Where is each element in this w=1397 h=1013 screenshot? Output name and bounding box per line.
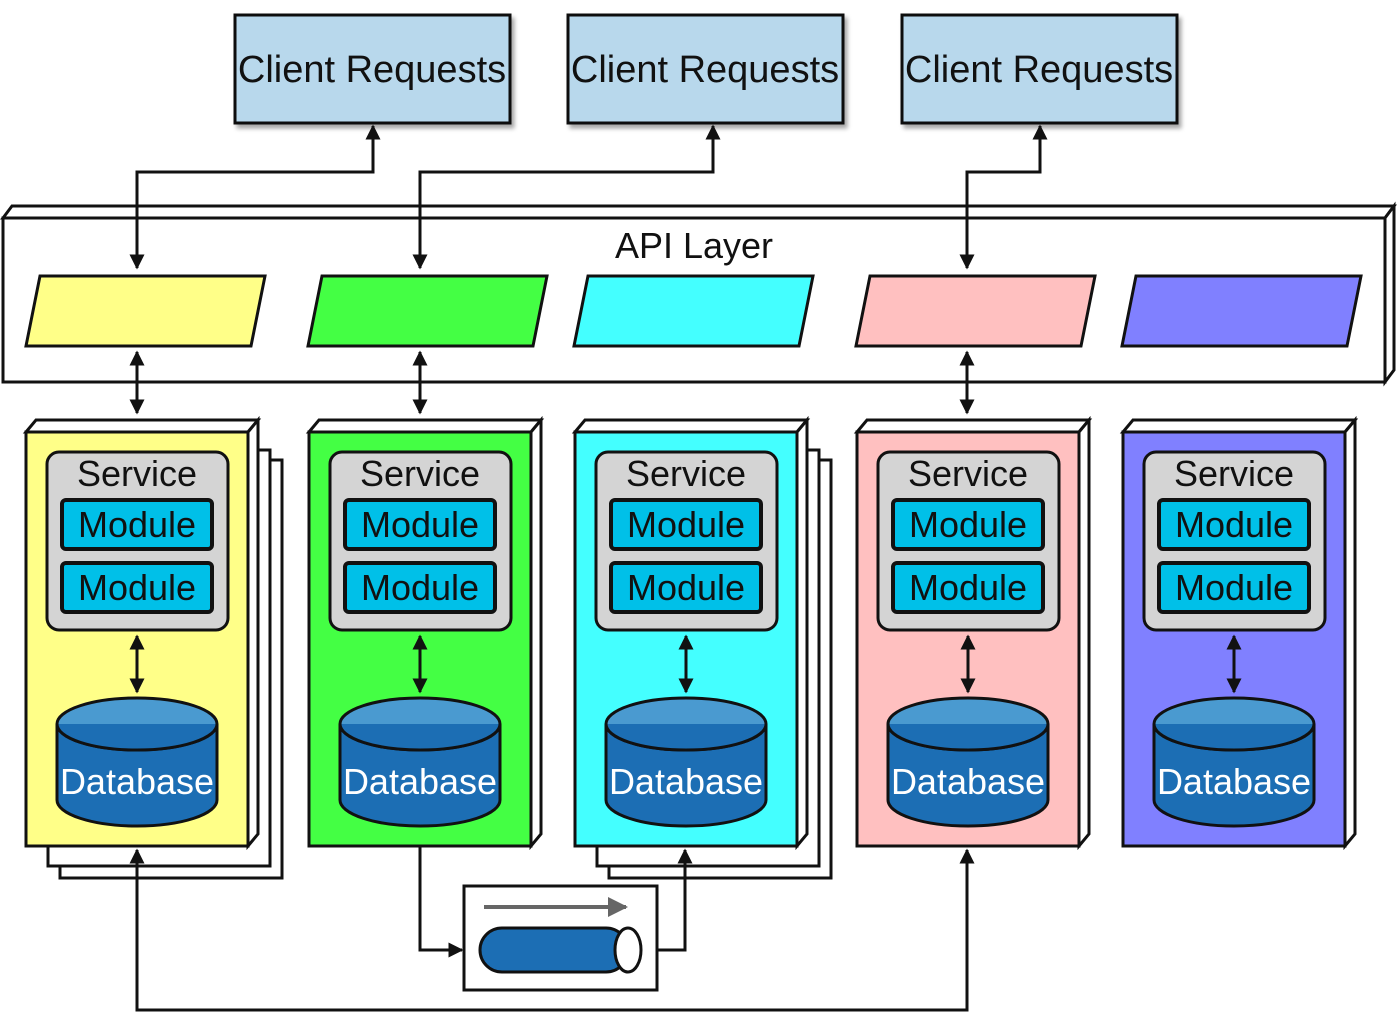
client-1-to-api-arrow bbox=[129, 124, 381, 270]
service-2-to-queue-arrow bbox=[418, 846, 464, 958]
database-rim bbox=[886, 723, 1050, 752]
client-3-to-api-arrow bbox=[959, 124, 1048, 270]
database-cylinder-icon bbox=[1152, 696, 1316, 828]
connectors bbox=[129, 124, 1048, 1012]
api-endpoint bbox=[572, 274, 815, 348]
service-label: Service bbox=[626, 453, 746, 494]
api-endpoint bbox=[854, 274, 1097, 348]
module-box bbox=[1157, 561, 1311, 614]
client-requests-box: Client Requests bbox=[233, 13, 512, 125]
database-cylinder-icon bbox=[55, 696, 219, 828]
service-column-top bbox=[22, 418, 262, 434]
client-requests-label: Client Requests bbox=[571, 49, 839, 91]
database-rim bbox=[338, 723, 502, 752]
database-body bbox=[55, 724, 219, 828]
database-cylinder-icon bbox=[338, 696, 502, 828]
module-box bbox=[609, 498, 763, 551]
database-rim bbox=[55, 723, 219, 752]
client-requests-box: Client Requests bbox=[900, 13, 1179, 125]
client-requests-rect bbox=[566, 13, 845, 125]
client-requests-rect bbox=[900, 13, 1179, 125]
database-label: Database bbox=[891, 761, 1045, 802]
client-requests-label: Client Requests bbox=[905, 49, 1173, 91]
module-box bbox=[1157, 498, 1311, 551]
module-label: Module bbox=[909, 504, 1027, 545]
api-endpoint bbox=[24, 274, 267, 348]
service-column-top bbox=[1119, 418, 1359, 434]
api-endpoint bbox=[1120, 274, 1363, 348]
service-label: Service bbox=[360, 453, 480, 494]
api-layer-box-top bbox=[0, 204, 1397, 220]
service-label: Service bbox=[1174, 453, 1294, 494]
module-label: Module bbox=[627, 504, 745, 545]
database-body bbox=[1152, 724, 1316, 828]
module-label: Module bbox=[909, 567, 1027, 608]
module-label: Module bbox=[78, 567, 196, 608]
database-body bbox=[604, 724, 768, 828]
api-layer-label: API Layer bbox=[615, 225, 773, 266]
module-label: Module bbox=[1175, 504, 1293, 545]
module-box bbox=[60, 498, 214, 551]
module-label: Module bbox=[361, 567, 479, 608]
database-label: Database bbox=[1157, 761, 1311, 802]
client-requests-label: Client Requests bbox=[238, 49, 506, 91]
service-column-top bbox=[571, 418, 811, 434]
service-label: Service bbox=[77, 453, 197, 494]
module-label: Module bbox=[78, 504, 196, 545]
module-box bbox=[891, 498, 1045, 551]
services-row: ServiceModuleModuleDatabaseServiceModule… bbox=[22, 415, 1359, 880]
service-label: Service bbox=[908, 453, 1028, 494]
database-cylinder-icon bbox=[886, 696, 1050, 828]
module-box bbox=[60, 561, 214, 614]
service-1-to-service-4-arrow bbox=[129, 848, 975, 1012]
module-label: Module bbox=[627, 567, 745, 608]
database-rim bbox=[604, 723, 768, 752]
module-box bbox=[343, 561, 497, 614]
client-requests-row: Client Requests Client Requests Client Req… bbox=[233, 13, 1179, 125]
module-label: Module bbox=[1175, 567, 1293, 608]
api-endpoint bbox=[306, 274, 549, 348]
client-2-to-api-arrow bbox=[412, 124, 721, 270]
database-label: Database bbox=[60, 761, 214, 802]
client-requests-rect bbox=[233, 13, 512, 125]
message-queue bbox=[462, 884, 659, 992]
database-body bbox=[886, 724, 1050, 828]
database-rim bbox=[1152, 723, 1316, 752]
module-label: Module bbox=[361, 504, 479, 545]
message-queue-icon bbox=[478, 926, 643, 974]
service-column-top bbox=[853, 418, 1093, 434]
module-box bbox=[891, 561, 1045, 614]
service-column-top bbox=[305, 418, 545, 434]
database-body bbox=[338, 724, 502, 828]
module-box bbox=[609, 561, 763, 614]
database-cylinder-icon bbox=[604, 696, 768, 828]
module-box bbox=[343, 498, 497, 551]
client-requests-box: Client Requests bbox=[566, 13, 845, 125]
database-label: Database bbox=[343, 761, 497, 802]
api-endpoints bbox=[24, 274, 1363, 348]
database-label: Database bbox=[609, 761, 763, 802]
